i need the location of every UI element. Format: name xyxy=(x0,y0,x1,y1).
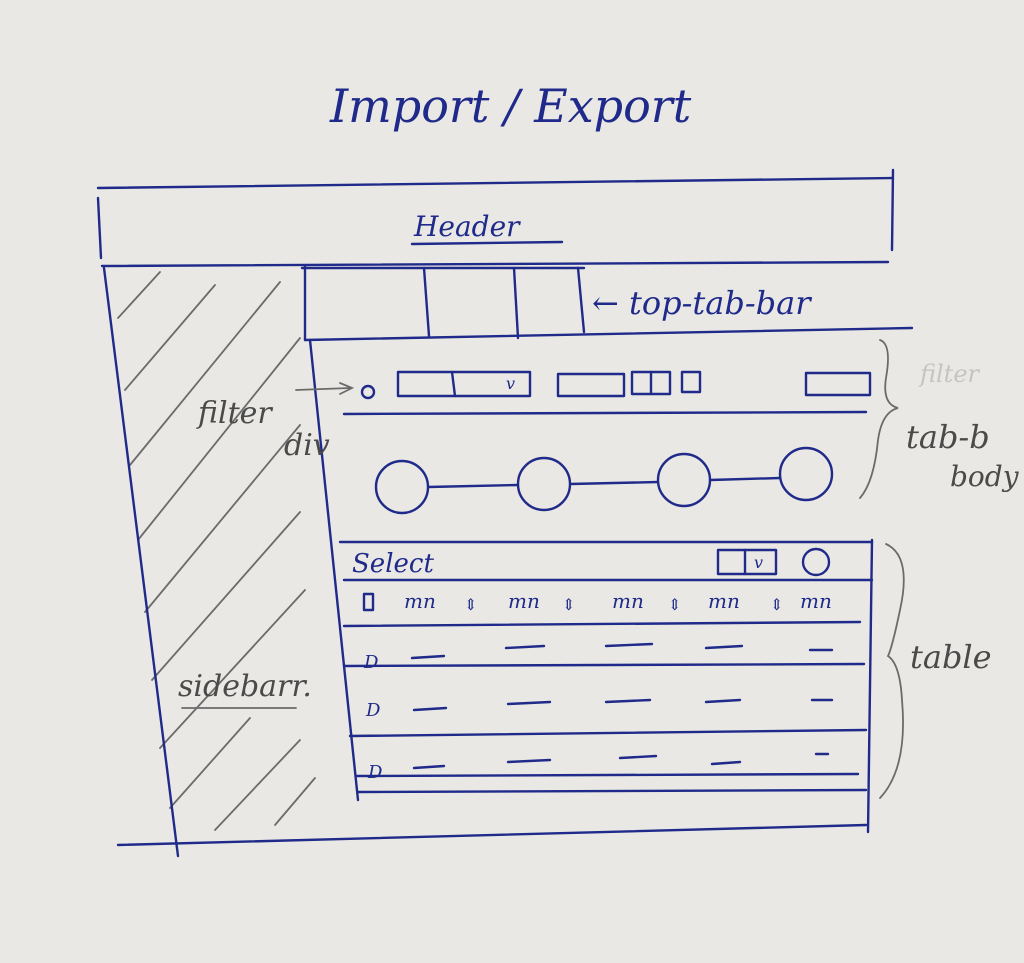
table-header-col-3[interactable]: mn xyxy=(612,589,644,613)
table-row-border xyxy=(354,772,860,778)
table-header-col-2[interactable]: mn xyxy=(508,589,540,613)
table-select-label: Select xyxy=(352,549,434,579)
step-3[interactable] xyxy=(656,452,712,508)
table-header-col-5[interactable]: mn xyxy=(800,589,832,613)
header-label: Header xyxy=(413,210,521,243)
filter-action-button[interactable] xyxy=(804,371,872,397)
table-row[interactable]: D xyxy=(363,642,834,673)
header-bottom-border xyxy=(100,260,890,268)
table-toolbar-toggle-icon[interactable] xyxy=(801,547,831,577)
step-4[interactable] xyxy=(778,446,834,502)
content-left-border-lower xyxy=(308,338,360,802)
top-tab-bar-annotation: ← top-tab-bar xyxy=(592,284,812,322)
row-checkbox[interactable]: D xyxy=(367,762,383,783)
tab-body-annotation-line2: body xyxy=(950,460,1020,493)
table-header-col-4[interactable]: mn xyxy=(708,589,740,613)
filter-bottom-border xyxy=(342,410,868,416)
sidebar-label: sidebarr. xyxy=(178,669,312,704)
sort-arrows-icon[interactable]: ⇕ xyxy=(770,595,783,614)
sidebar-left-border xyxy=(102,266,180,858)
sidebar-hatching xyxy=(117,271,316,831)
top-tab-bar[interactable] xyxy=(300,266,914,342)
table-row-border xyxy=(342,662,866,668)
outer-frame xyxy=(96,168,895,847)
filter-input-box[interactable] xyxy=(556,372,626,398)
filter-dropdown[interactable] xyxy=(396,370,532,398)
step-2[interactable] xyxy=(516,456,572,512)
sort-arrows-icon[interactable]: ⇕ xyxy=(562,595,575,614)
filter-annotation-line2: div xyxy=(284,428,330,463)
table-row-border xyxy=(348,728,868,738)
table-annotation: table xyxy=(910,638,992,676)
filter-faint-annotation: filter xyxy=(918,360,981,388)
filter-dropdown-chevron-icon: v xyxy=(506,374,515,393)
filter-div: v xyxy=(342,370,872,416)
sort-arrows-icon[interactable]: ⇕ xyxy=(464,595,477,614)
table-bottom-border xyxy=(356,788,868,794)
filter-annotation-arrow xyxy=(295,387,351,391)
tab-body-annotation-line1: tab-b xyxy=(906,418,990,456)
table-header-col-1[interactable]: mn xyxy=(404,589,436,613)
step-1[interactable] xyxy=(374,459,430,515)
filter-button-two[interactable] xyxy=(680,370,702,394)
tab-body-brace xyxy=(859,339,899,499)
table-dropdown-chevron-icon: v xyxy=(754,553,763,572)
table-row[interactable]: D xyxy=(365,698,834,721)
stepper xyxy=(374,446,834,515)
filter-radio-icon[interactable] xyxy=(360,384,376,400)
filter-annotation-line1: filter xyxy=(196,396,273,431)
table-brace xyxy=(879,543,905,799)
page-title: Import / Export xyxy=(329,79,692,133)
table-header-border xyxy=(342,620,862,628)
row-checkbox[interactable]: D xyxy=(363,652,379,673)
table-header-checkbox[interactable] xyxy=(362,592,375,612)
table-select-dropdown[interactable] xyxy=(716,548,778,576)
row-checkbox[interactable]: D xyxy=(365,700,381,721)
table-row[interactable]: D xyxy=(367,752,830,783)
table-right-border xyxy=(866,538,874,834)
header-underline xyxy=(410,240,564,246)
table: Select v mn ⇕ mn ⇕ mn ⇕ mn ⇕ mn D D xyxy=(338,538,874,834)
sort-arrows-icon[interactable]: ⇕ xyxy=(668,595,681,614)
